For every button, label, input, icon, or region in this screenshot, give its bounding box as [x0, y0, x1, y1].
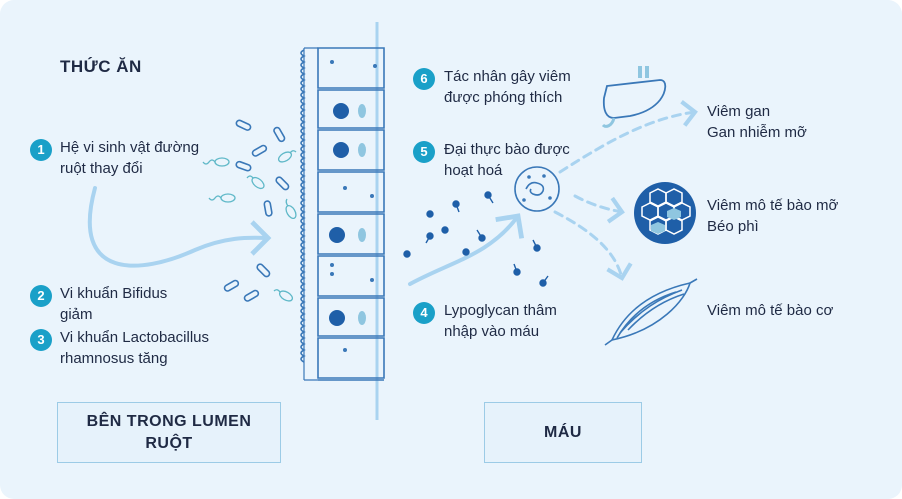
cell-outline [317, 89, 385, 129]
molecule [539, 275, 549, 287]
bacterium [275, 176, 290, 191]
bacterium [235, 119, 252, 131]
nucleus-dark [329, 310, 345, 326]
cell-outline [317, 297, 385, 337]
cell-nuclei [329, 60, 377, 352]
bacterium-flagellated [202, 157, 230, 167]
bacterium-flagellated [277, 150, 297, 163]
molecule [484, 191, 494, 204]
food-heading: THỨC ĂN [60, 57, 142, 76]
outcome-muscle-line1: Viêm mô tế bào cơ [707, 302, 834, 319]
macrophage [514, 166, 560, 212]
muscle-icon [604, 278, 698, 346]
nucleus-dark [333, 103, 349, 119]
cell-outline [317, 47, 385, 89]
lumen-box: BÊN TRONG LUMEN RUỘT [57, 402, 281, 463]
blood-box-label: MÁU [544, 423, 582, 441]
bacterium-flagellated [273, 289, 294, 302]
molecule [426, 210, 434, 218]
outcome-fat-line2: Béo phì [707, 218, 759, 235]
outcome-liver-line2: Gan nhiễm mỡ [707, 124, 807, 141]
molecule [513, 263, 521, 276]
dashed-arrows [553, 100, 698, 281]
step-badge-1: 1 [30, 139, 52, 161]
molecule [403, 250, 411, 258]
molecule [441, 226, 449, 234]
step-4-line2: nhập vào máu [444, 323, 540, 340]
step-1-line1: Hệ vi sinh vật đường [60, 139, 200, 156]
nucleus-light [358, 143, 366, 157]
arrow-to-muscle [553, 210, 633, 281]
liver-icon [601, 66, 667, 128]
bacterium [251, 144, 268, 157]
cell-outline [317, 213, 385, 255]
bacterium [273, 126, 286, 143]
step-3-line2: rhamnosus tăng [60, 350, 168, 367]
bacterium-flagellated [285, 198, 297, 220]
outcome-liver-line1: Viêm gan [707, 103, 771, 120]
bacterium-flagellated [208, 193, 236, 203]
molecule [425, 232, 434, 244]
lumen-box-line2: RUỘT [145, 434, 193, 452]
blood-box: MÁU [484, 402, 642, 463]
flagellated-bacteria [202, 150, 297, 302]
bacterium [263, 200, 273, 217]
lipoglycan-molecules [403, 191, 549, 287]
nucleus-light [358, 104, 366, 118]
step-5-line2: hoạt hoá [444, 162, 503, 179]
curved-arrow-left [87, 186, 272, 268]
step-1-line2: ruột thay đổi [60, 160, 143, 177]
arrow-to-liver [558, 100, 698, 174]
step-2-line2: giảm [60, 306, 93, 323]
bacterium [223, 279, 240, 292]
step-badge-4: 4 [413, 302, 435, 324]
nucleus-light [358, 311, 366, 325]
molecule [532, 239, 541, 252]
bacterium [243, 289, 260, 302]
bacterium [256, 263, 271, 278]
step-2-line1: Vi khuẩn Bifidus [60, 285, 168, 302]
intestinal-epithelium [300, 47, 385, 381]
step-3-line1: Vi khuẩn Lactobacillus [60, 329, 209, 346]
nucleus-dark [329, 227, 345, 243]
arrow-to-fat [573, 194, 625, 224]
molecule [462, 248, 470, 256]
cell-outline [317, 171, 385, 213]
bacteria-capsules [223, 119, 290, 302]
nucleus-dark [333, 142, 349, 158]
cell-outline [317, 255, 385, 297]
outcome-fat-line1: Viêm mô tế bào mỡ [707, 197, 839, 214]
curved-arrow-blood [408, 213, 525, 286]
molecule [476, 229, 486, 242]
step-5-line1: Đại thực bào được [444, 141, 570, 158]
step-6-line1: Tác nhân gây viêm [444, 68, 571, 85]
bacterium [235, 160, 252, 172]
step-4-line1: Lypoglycan thâm [444, 302, 557, 319]
step-badge-3: 3 [30, 329, 52, 351]
molecule [452, 200, 460, 213]
bacterium-flagellated [246, 175, 265, 190]
step-badge-5: 5 [413, 141, 435, 163]
fat-tissue-icon [634, 182, 696, 244]
cell-outline [317, 129, 385, 171]
step-badge-2: 2 [30, 285, 52, 307]
lumen-box-line1: BÊN TRONG LUMEN [86, 412, 252, 430]
step-6-line2: được phóng thích [444, 89, 563, 106]
cell-outline [317, 337, 385, 379]
step-badge-6: 6 [413, 68, 435, 90]
nucleus-light [358, 228, 366, 242]
